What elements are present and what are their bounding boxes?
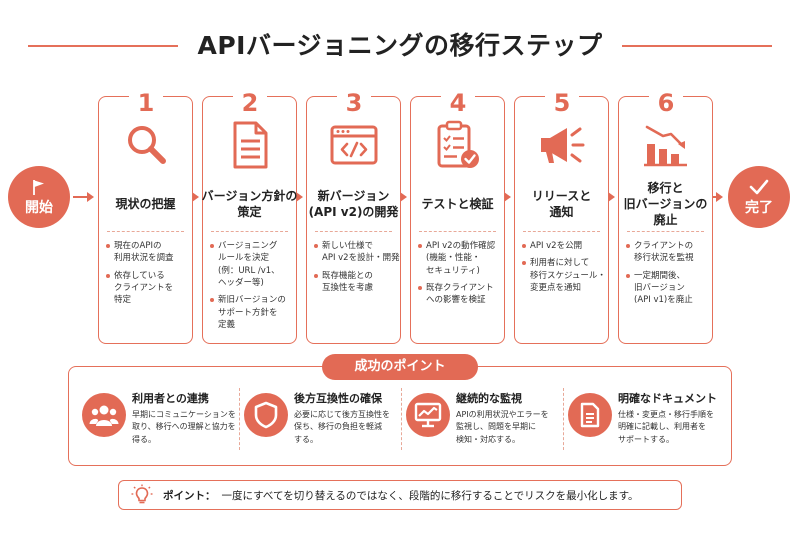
success-point-3: 継続的な監視 APIの利用状況やエラーを監視し、問題を早期に検知・対応する。 [406, 380, 564, 460]
step-divider [627, 231, 704, 232]
step-number: 5 [545, 88, 579, 118]
step-card-1: 現状の把握 現在のAPIの利用状況を調査 依存しているクライアントを特定 [98, 96, 193, 344]
step-bullets: API v2の動作確認(機能・性能・セキュリティ) 既存クライアントへの影響を検… [417, 240, 501, 312]
list-item: API v2の動作確認(機能・性能・セキュリティ) [417, 240, 501, 277]
document-icon [568, 393, 612, 437]
step-number: 6 [649, 88, 683, 118]
success-point-4: 明確なドキュメント 仕様・変更点・移行手順を明確に記載し、利用者をサポートする。 [568, 380, 726, 460]
list-item: 現在のAPIの利用状況を調査 [105, 240, 189, 265]
separator [401, 388, 402, 450]
title-underline-right [622, 45, 772, 47]
list-item: 一定期間後、旧バージョン(API v1)を廃止 [625, 270, 709, 307]
success-point-desc: APIの利用状況やエラーを監視し、問題を早期に検知・対応する。 [456, 410, 549, 444]
start-label: 開始 [25, 199, 53, 216]
step-card-4: テストと検証 API v2の動作確認(機能・性能・セキュリティ) 既存クライアン… [410, 96, 505, 344]
end-label: 完了 [745, 199, 773, 216]
step-card-6: 移行と 旧バージョンの 廃止 クライアントの移行状況を監視 一定期間後、旧バージ… [618, 96, 713, 344]
checklist-icon [411, 119, 504, 171]
flag-icon [33, 179, 44, 195]
step-number: 1 [129, 88, 163, 118]
success-point-desc: 必要に応じて後方互換性を保ち、移行の負担を軽減する。 [294, 410, 390, 444]
separator [239, 388, 240, 450]
step-divider [315, 231, 392, 232]
step-title: 移行と 旧バージョンの 廃止 [623, 180, 708, 228]
list-item: 利用者に対して移行スケジュール・変更点を通知 [521, 257, 606, 294]
shield-icon [244, 393, 288, 437]
success-point-2: 後方互換性の確保 必要に応じて後方互換性を保ち、移行の負担を軽減する。 [244, 380, 402, 460]
step-bullets: API v2を公開 利用者に対して移行スケジュール・変更点を通知 [521, 240, 606, 299]
document-icon [203, 119, 296, 171]
step-number: 3 [337, 88, 371, 118]
lightbulb-icon [131, 484, 153, 506]
step-card-5: リリースと 通知 API v2を公開 利用者に対して移行スケジュール・変更点を通… [514, 96, 609, 344]
tip-text: 一度にすべてを切り替えるのではなく、段階的に移行することでリスクを最小化します。 [221, 489, 639, 502]
success-point-title: 後方互換性の確保 [294, 392, 382, 405]
tip-box: ポイント： 一度にすべてを切り替えるのではなく、段階的に移行することでリスクを最… [118, 480, 682, 510]
people-icon [82, 393, 126, 437]
end-node: 完了 [728, 166, 790, 228]
step-title: バージョン方針の 策定 [201, 188, 298, 219]
title-underline-left [28, 45, 178, 47]
step-number: 4 [441, 88, 475, 118]
step-card-2: バージョン方針の 策定 バージョニングルールを決定(例：URL /v1、ヘッダー… [202, 96, 297, 344]
code-window-icon [307, 119, 400, 171]
monitor-chart-icon [406, 393, 450, 437]
list-item: 新旧バージョンのサポート方針を定義 [209, 294, 293, 331]
step-title: テストと検証 [421, 196, 494, 211]
list-item: API v2を公開 [521, 240, 605, 252]
success-point-title: 継続的な監視 [456, 392, 522, 405]
separator [563, 388, 564, 450]
check-icon [749, 179, 769, 194]
success-point-desc: 早期にコミュニケーションを取り、移行への理解と協力を得る。 [132, 410, 236, 444]
list-item: 既存機能との互換性を考慮 [313, 270, 397, 295]
step-divider [107, 231, 184, 232]
step-divider [211, 231, 288, 232]
start-node: 開始 [8, 166, 70, 228]
success-point-title: 明確なドキュメント [618, 392, 717, 405]
step-divider [523, 231, 600, 232]
step-number: 2 [233, 88, 267, 118]
success-points-label: 成功のポイント [322, 354, 478, 380]
step-bullets: バージョニングルールを決定(例：URL /v1、ヘッダー等) 新旧バージョンのサ… [209, 240, 293, 336]
success-point-title: 利用者との連携 [132, 392, 209, 405]
declining-chart-icon [619, 119, 712, 171]
list-item: クライアントの移行状況を監視 [625, 240, 709, 265]
magnifier-icon [99, 119, 192, 171]
list-item: バージョニングルールを決定(例：URL /v1、ヘッダー等) [209, 240, 293, 289]
arrow-right-icon [73, 192, 94, 202]
tip-label: ポイント： [163, 489, 216, 502]
step-title: リリースと 通知 [531, 188, 592, 219]
list-item: 既存クライアントへの影響を検証 [417, 282, 501, 307]
page-title: APIバージョニングの移行ステップ [197, 31, 603, 60]
step-title: 新バージョン (API v2)の開発 [308, 188, 399, 219]
step-divider [419, 231, 496, 232]
success-point-desc: 仕様・変更点・移行手順を明確に記載し、利用者をサポートする。 [618, 410, 714, 444]
success-point-1: 利用者との連携 早期にコミュニケーションを取り、移行への理解と協力を得る。 [82, 380, 240, 460]
step-title: 現状の把握 [115, 196, 176, 211]
megaphone-icon [515, 119, 608, 171]
step-bullets: 現在のAPIの利用状況を調査 依存しているクライアントを特定 [105, 240, 189, 312]
step-bullets: クライアントの移行状況を監視 一定期間後、旧バージョン(API v1)を廃止 [625, 240, 709, 312]
list-item: 依存しているクライアントを特定 [105, 270, 189, 307]
